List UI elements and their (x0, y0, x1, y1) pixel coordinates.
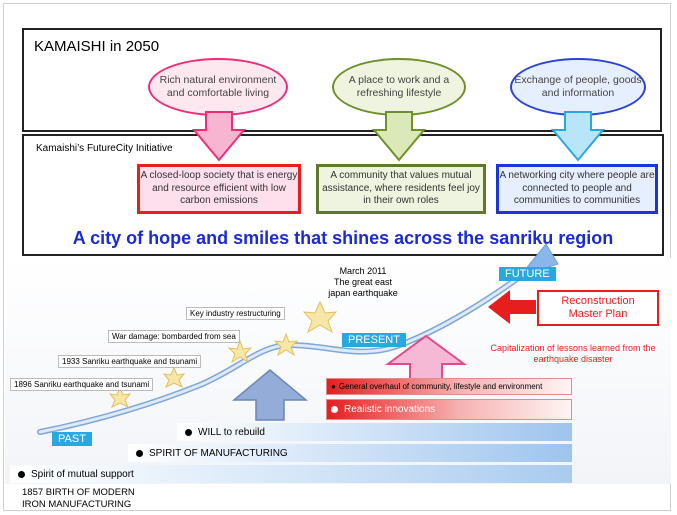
down-arrows (191, 111, 606, 162)
pillar-network: A networking city where people are conne… (496, 164, 658, 214)
goal-label: Rich natural environment and comfortable… (159, 74, 277, 99)
burst-1896 (108, 386, 132, 409)
event-1896: 1896 Sanriku earthquake and tsunami (10, 378, 154, 391)
outer-frame (3, 3, 671, 511)
pillar-closed-loop: A closed-loop society that is energy and… (137, 164, 301, 214)
earthquake-label: March 2011 The great east japan earthqua… (328, 266, 398, 298)
initiative-title: Kamaishi’s FutureCity Initiative (36, 143, 173, 154)
pillar-community: A community that values mutual assistanc… (316, 164, 486, 214)
origin-label: 1857 BIRTH OF MODERN IRON MANUFACTURING (22, 487, 135, 510)
bar-spirit-manufacturing: SPIRIT OF MANUFACTURING (128, 444, 572, 462)
past-label: PAST (52, 432, 92, 446)
event-industry: Key industry restructuring (186, 307, 285, 320)
blue-down-arrow (550, 111, 606, 162)
vision-title: KAMAISHI in 2050 (34, 38, 160, 55)
pillar-label: A community that values mutual assistanc… (322, 170, 480, 207)
bar-mutual-support: Spirit of mutual support (10, 465, 572, 483)
bar-label: Spirit of mutual support (31, 468, 134, 480)
goal-label: Exchange of people, goods and informatio… (514, 74, 642, 99)
goal-label: A place to work and a refreshing lifesty… (348, 74, 450, 99)
capitalization-label: Capitalization of lessons learned from t… (490, 343, 656, 364)
burst-1933 (162, 366, 186, 389)
bar-label: SPIRIT OF MANUFACTURING (149, 447, 288, 459)
present-label: PRESENT (342, 333, 406, 347)
burst-industry (273, 332, 299, 357)
burst-2011 (302, 300, 338, 334)
bar-label: General overhaul of community, lifestyle… (338, 382, 543, 391)
blue-up-arrow (231, 369, 309, 421)
pink-down-arrow (191, 111, 247, 162)
red-left-arrow (488, 290, 536, 324)
master-plan-box: Reconstruction Master Plan (537, 290, 659, 326)
slogan: A city of hope and smiles that shines ac… (72, 228, 614, 248)
event-1933: 1933 Sanriku earthquake and tsunami (58, 355, 202, 368)
bar-label: Realistic innovations (344, 404, 436, 415)
pillar-label: A closed-loop society that is energy and… (140, 170, 298, 207)
goal-exchange: Exchange of people, goods and informatio… (510, 58, 646, 116)
event-war: War damage: bombarded from sea (108, 330, 240, 343)
master-plan-label: Reconstruction Master Plan (561, 295, 635, 320)
pillar-label: A networking city where people are conne… (499, 170, 655, 207)
green-down-arrow (371, 111, 427, 162)
bar-realistic-innovations: Realistic innovations (326, 399, 572, 420)
bar-label: WILL to rebuild (198, 426, 265, 438)
bar-general-overhaul: ● General overhaul of community, lifesty… (326, 378, 572, 395)
future-label: FUTURE (499, 267, 556, 281)
goal-work-lifestyle: A place to work and a refreshing lifesty… (332, 58, 466, 116)
burst-war (227, 339, 253, 364)
bar-will-to-rebuild: WILL to rebuild (177, 423, 572, 441)
